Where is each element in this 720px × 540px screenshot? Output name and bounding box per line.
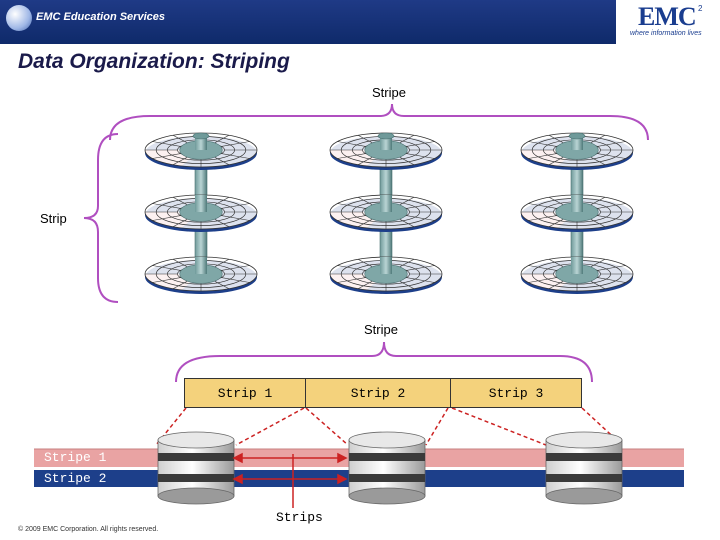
stripe-brace-top [109, 103, 649, 141]
platter [144, 132, 258, 170]
drive-2 [348, 431, 426, 505]
platter [520, 194, 634, 232]
platter [329, 256, 443, 294]
strip-3-label: Strip 3 [488, 385, 544, 401]
header-bar: EMC Education Services EMC 2 where infor… [0, 0, 720, 44]
disk-3 [520, 132, 634, 294]
stripe-2-band-label: Stripe 2 [44, 471, 107, 486]
stripe-brace-bottom [175, 341, 593, 383]
emc-tagline: where information lives [630, 30, 702, 37]
copyright-text: © 2009 EMC Corporation. All rights reser… [18, 526, 159, 533]
education-logo-text: EMC Education Services [36, 11, 165, 23]
page-title: Data Organization: Striping [18, 50, 290, 73]
strip-1-box: Strip 1 [184, 378, 306, 408]
platter [520, 256, 634, 294]
strip-3-box: Strip 3 [450, 378, 582, 408]
strip-1-label: Strip 1 [217, 385, 273, 401]
strip-2-label: Strip 2 [350, 385, 406, 401]
platter [329, 132, 443, 170]
drive-1 [157, 431, 235, 505]
strip-2-box: Strip 2 [305, 378, 451, 408]
drive-3 [545, 431, 623, 505]
emc-education-logo: EMC Education Services [6, 5, 165, 35]
platter [329, 194, 443, 232]
bottom-stripe-label: Stripe [364, 322, 398, 337]
platter [144, 256, 258, 294]
top-stripe-label: Stripe [372, 85, 406, 100]
disk-1 [144, 132, 258, 294]
strip-label: Strip [40, 211, 67, 226]
strips-label: Strips [276, 510, 323, 525]
platter [144, 194, 258, 232]
emc-brand-superscript: 2 [698, 4, 703, 13]
globe-icon [6, 5, 32, 31]
stripe-1-band-label: Stripe 1 [44, 450, 107, 465]
emc-logo: EMC 2 where information lives [616, 0, 720, 44]
strip-brace-left [83, 133, 119, 303]
strips-arrows [232, 452, 348, 508]
emc-brand-text: EMC [638, 2, 697, 31]
disk-2 [329, 132, 443, 294]
